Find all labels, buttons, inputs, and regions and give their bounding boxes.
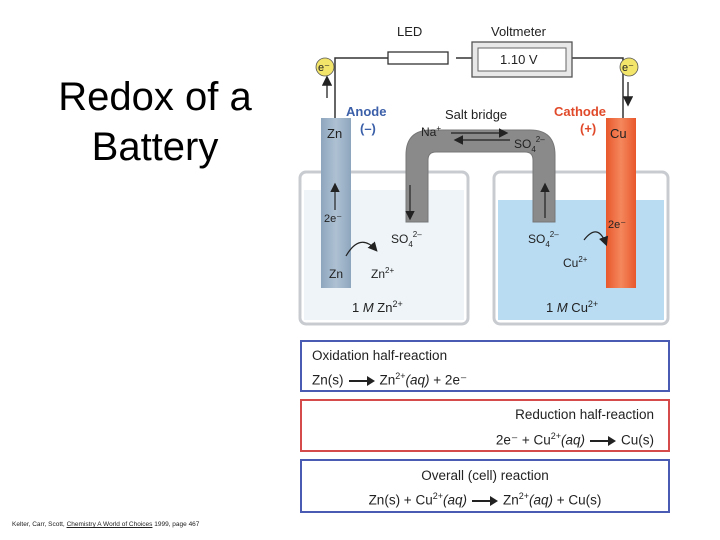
electron-badge-right bbox=[619, 57, 639, 77]
reduction-box: Reduction half-reaction 2e⁻ + Cu2+(aq)Cu… bbox=[300, 399, 670, 452]
reduction-equation: 2e⁻ + Cu2+(aq)Cu(s) bbox=[495, 431, 654, 448]
citation-authors: Kelter, Carr, Scott, bbox=[12, 521, 67, 528]
reaction-arrow-icon bbox=[348, 375, 375, 386]
bridge-cation: Na+ bbox=[421, 124, 441, 139]
reduction-heading: Reduction half-reaction bbox=[515, 407, 654, 422]
overall-heading: Overall (cell) reaction bbox=[421, 468, 549, 483]
title-line-1: Redox of a bbox=[58, 75, 252, 119]
anode-sulfate: SO42– bbox=[391, 230, 422, 249]
slide-title: Redox of a Battery bbox=[30, 72, 280, 172]
cathode-curve-arrow bbox=[583, 231, 609, 247]
copper-metal-label: Cu bbox=[610, 126, 627, 141]
cathode-sign: (+) bbox=[580, 121, 596, 136]
led-label: LED bbox=[397, 24, 422, 39]
voltmeter-label: Voltmeter bbox=[491, 24, 547, 39]
cathode-electrons: 2e⁻ bbox=[608, 219, 626, 231]
anode-sign: (–) bbox=[360, 121, 376, 136]
oxidation-equation: Zn(s)Zn2+(aq) + 2e⁻ bbox=[312, 371, 468, 388]
citation-book: Chemistry A World of Choices bbox=[66, 521, 153, 528]
salt-bridge bbox=[405, 129, 556, 223]
cathode-solution: 1 M Cu2+ bbox=[546, 299, 598, 315]
electron-right-label: e⁻ bbox=[622, 62, 634, 74]
reaction-arrow-icon bbox=[471, 495, 498, 506]
anode-atom: Zn bbox=[329, 267, 343, 281]
overall-equation: Zn(s) + Cu2+(aq)Zn2+(aq) + Cu(s) bbox=[368, 491, 602, 508]
oxidation-heading: Oxidation half-reaction bbox=[312, 348, 448, 363]
anode-curve-arrow bbox=[345, 241, 378, 257]
copper-electrode bbox=[606, 118, 636, 288]
zinc-metal-label: Zn bbox=[327, 126, 342, 141]
left-beaker bbox=[298, 170, 470, 326]
overall-box: Overall (cell) reaction Zn(s) + Cu2+(aq)… bbox=[300, 459, 670, 513]
citation: Kelter, Carr, Scott, Chemistry A World o… bbox=[12, 521, 199, 528]
bridge-anion: SO42– bbox=[514, 135, 545, 154]
voltmeter-reading: 1.10 V bbox=[500, 52, 538, 67]
anode-title: Anode bbox=[346, 104, 386, 119]
led-body bbox=[387, 51, 449, 65]
reaction-arrow-icon bbox=[590, 435, 616, 446]
cathode-ion: Cu2+ bbox=[563, 255, 588, 270]
cathode-title: Cathode bbox=[554, 104, 606, 119]
oxidation-box: Oxidation half-reaction Zn(s)Zn2+(aq) + … bbox=[300, 340, 670, 392]
anode-electrons: 2e⁻ bbox=[324, 213, 342, 225]
citation-page: 1999, page 467 bbox=[152, 521, 200, 528]
voltmeter-display bbox=[477, 47, 567, 72]
anode-ion: Zn2+ bbox=[371, 266, 394, 281]
zinc-electrode bbox=[321, 118, 351, 288]
galvanic-cell-diagram: LED Voltmeter 1.10 V e⁻ e⁻ Anode (–) Cat… bbox=[298, 24, 670, 326]
anode-solution: 1 M Zn2+ bbox=[352, 299, 403, 315]
electron-left-label: e⁻ bbox=[318, 62, 330, 74]
right-solution bbox=[498, 200, 664, 320]
title-line-2: Battery bbox=[91, 125, 219, 169]
salt-bridge-label: Salt bridge bbox=[445, 107, 507, 122]
right-beaker bbox=[492, 170, 670, 326]
cathode-sulfate: SO42– bbox=[528, 230, 559, 249]
